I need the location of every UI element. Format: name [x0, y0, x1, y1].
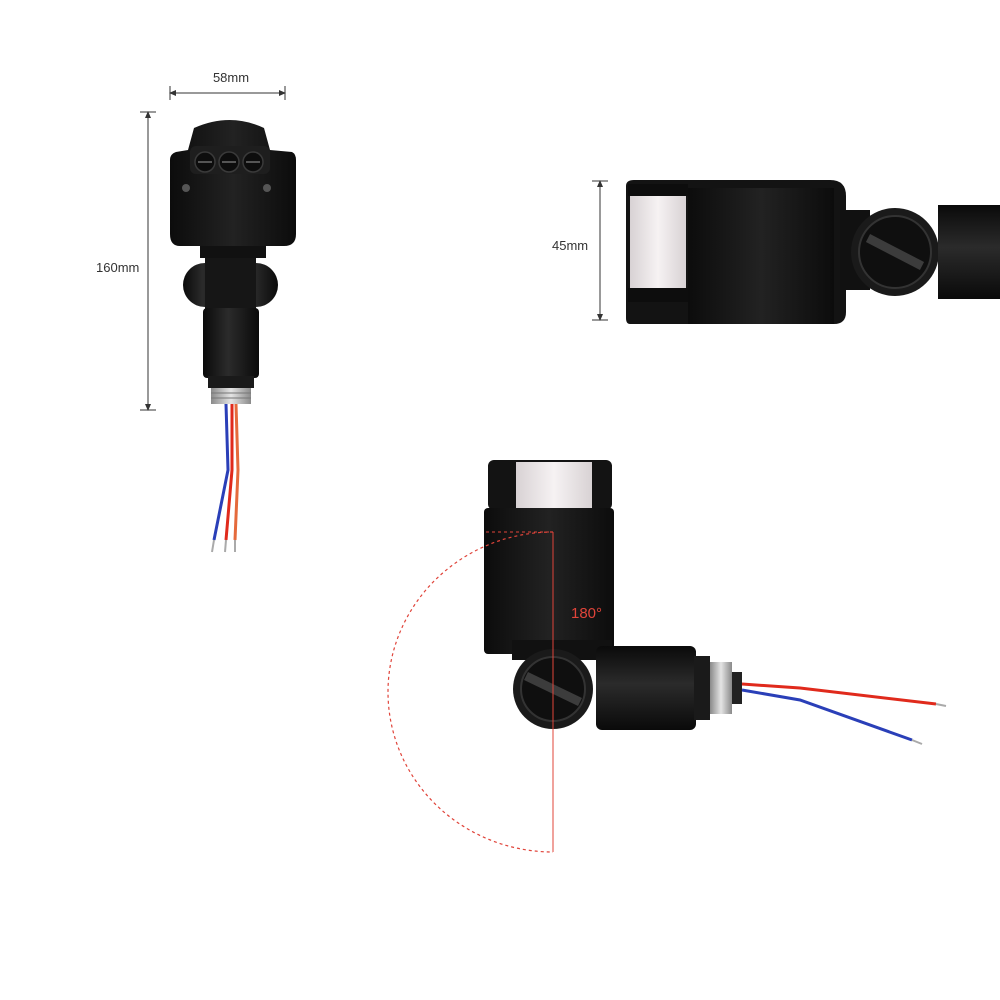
front-mount-cylinder — [203, 308, 259, 404]
height-dimension: 160mm — [96, 111, 156, 411]
front-sensor-head — [170, 120, 296, 246]
front-wires — [211, 403, 240, 553]
side-height-label: 45mm — [552, 238, 588, 253]
height-label: 160mm — [96, 260, 139, 275]
side-height-dimension: 45mm — [552, 180, 608, 321]
rotation-swivel-joint — [512, 640, 742, 730]
front-view: 58mm 160mm — [96, 70, 296, 553]
front-swivel-joint — [183, 246, 278, 310]
side-view: 45mm — [552, 180, 1000, 324]
side-swivel-joint — [840, 205, 1000, 299]
rotation-view: 180° — [387, 460, 947, 853]
width-dimension: 58mm — [169, 70, 286, 100]
rotation-angle-label: 180° — [571, 605, 602, 622]
width-label: 58mm — [213, 70, 249, 85]
side-sensor-body — [626, 180, 846, 324]
rotation-wires — [741, 682, 947, 745]
rotation-arc: 180° — [387, 531, 602, 853]
rotation-sensor-body — [484, 460, 614, 654]
